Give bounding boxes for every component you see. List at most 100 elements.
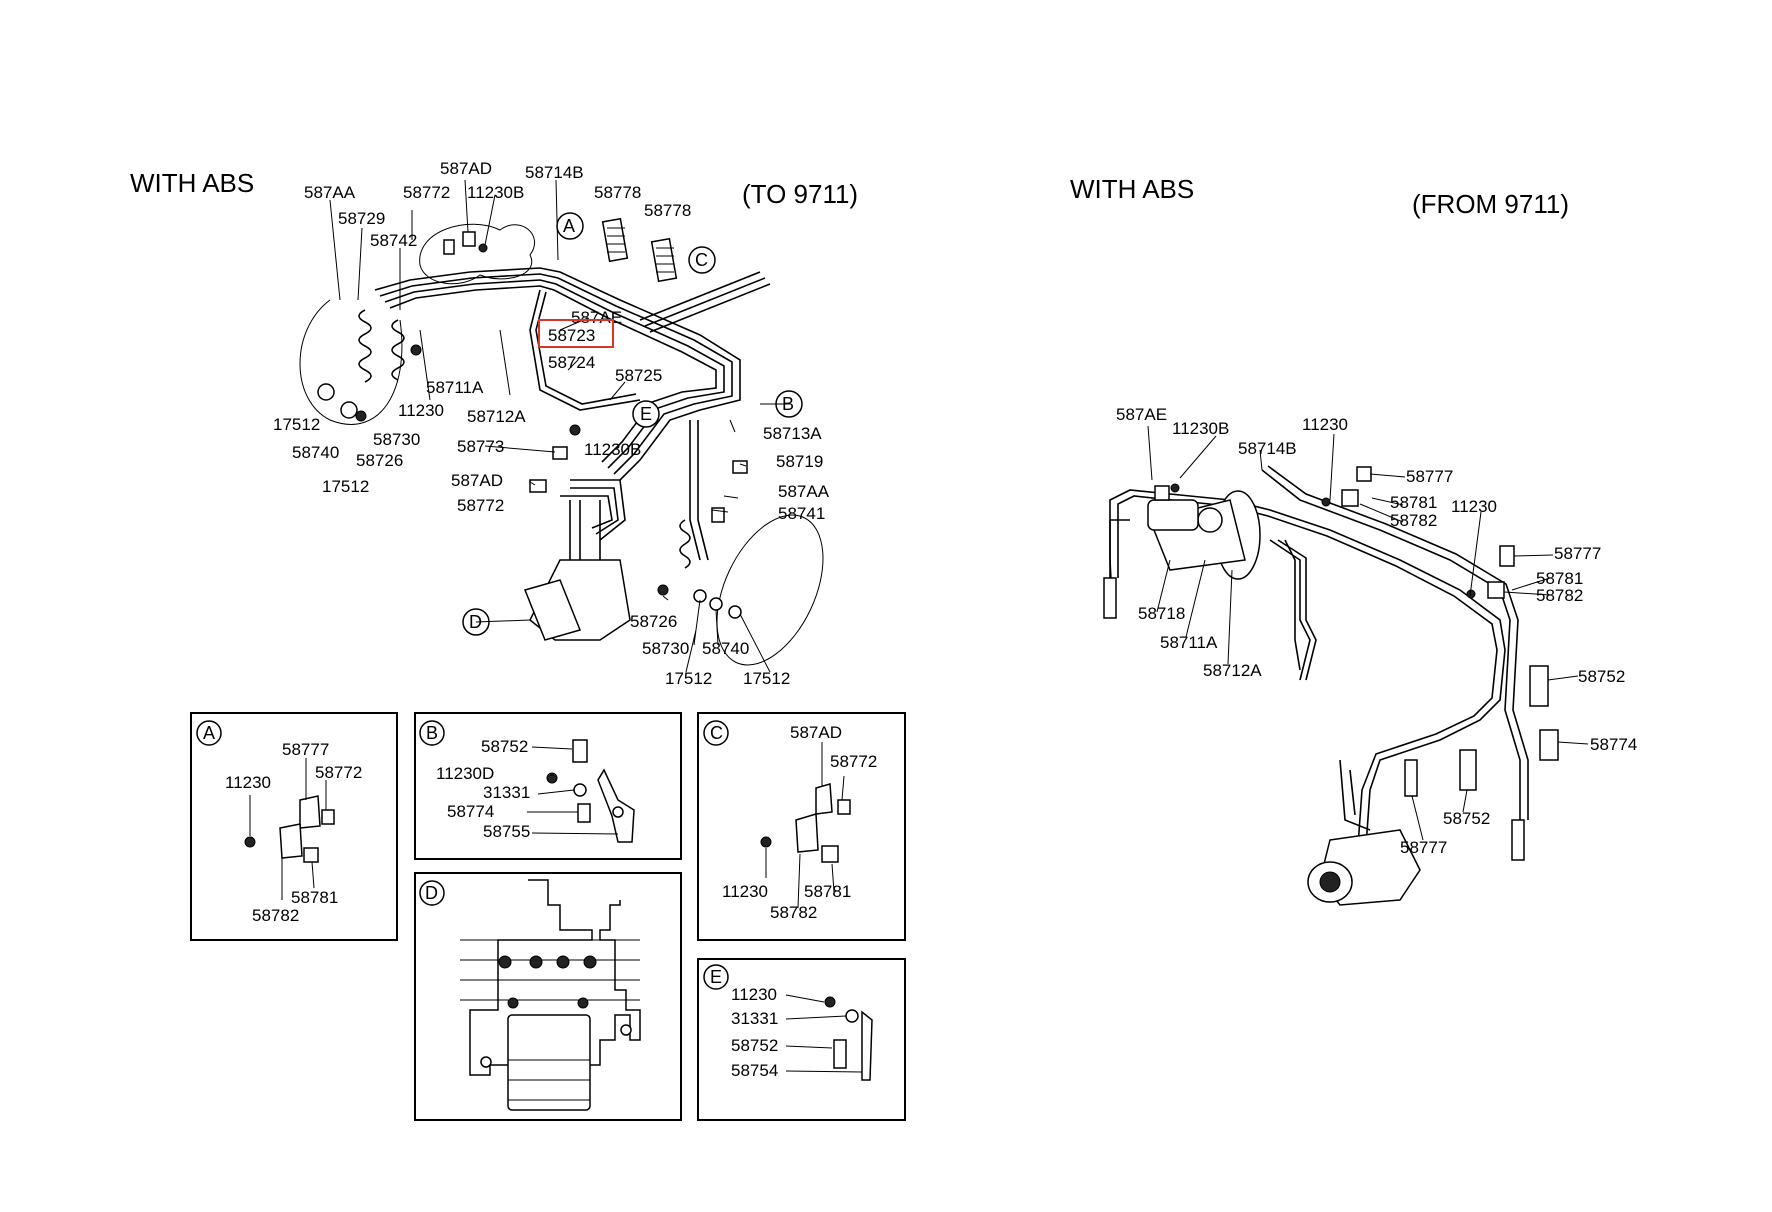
- box-c-badge: [703, 720, 729, 746]
- box-e-label-11230: 11230: [731, 985, 777, 1004]
- highlight-box-58723: [538, 319, 614, 348]
- bolt-11230B-2: [569, 424, 581, 436]
- clip-58777-a: [1356, 466, 1372, 482]
- callout-a-letter: A: [563, 216, 575, 236]
- callout-d-letter: D: [469, 612, 482, 632]
- box-c-clip-58781: [821, 845, 839, 863]
- box-e-label-31331: 31331: [731, 1009, 778, 1028]
- label-r-58777-a: 58777: [1406, 467, 1453, 486]
- box-b-clip-58752: [572, 739, 588, 763]
- clip-58772: [443, 239, 455, 255]
- box-b-label-58752: 58752: [481, 737, 528, 756]
- label-r-58718: 58718: [1138, 604, 1185, 623]
- box-b-label-58755: 58755: [483, 822, 530, 841]
- clip-58719: [732, 460, 748, 474]
- box-c-bracket-58782: [795, 813, 819, 853]
- box-e-bracket-58754: [861, 1010, 873, 1081]
- box-d-bolt-2: [529, 955, 543, 969]
- box-c-label-587AD: 587AD: [790, 723, 842, 742]
- box-d-bolt-3: [556, 955, 570, 969]
- label-58772-b: 58772: [457, 496, 504, 515]
- box-a-clip-58781: [303, 847, 319, 863]
- clip-587AD: [462, 231, 476, 247]
- label-r-58711A: 58711A: [1160, 633, 1218, 652]
- box-d-bolt-5: [507, 997, 519, 1009]
- abs-unit-d: [523, 500, 631, 641]
- label-587AD: 587AD: [440, 159, 492, 178]
- left-wheel-outline: [299, 299, 403, 425]
- bolt-11230: [410, 344, 422, 356]
- label-58730-b: 58730: [642, 639, 689, 658]
- detail-box-b: B 58752 11230D 31331 58774 58755: [414, 712, 682, 860]
- label-58740-b: 58740: [702, 639, 749, 658]
- label-587AD-2: 587AD: [451, 471, 503, 490]
- label-58712A: 58712A: [467, 407, 526, 426]
- callout-c-letter: C: [695, 250, 708, 270]
- label-17512-a: 17512: [273, 415, 320, 434]
- label-11230: 11230: [398, 401, 444, 420]
- label-r-58781-b: 58781: [1536, 569, 1583, 588]
- box-b-bracket-58755: [597, 768, 635, 843]
- box-a-label-11230: 11230: [225, 773, 271, 792]
- left-assembly-drawing: A B C D E: [299, 179, 824, 673]
- label-r-58781-a: 58781: [1390, 493, 1437, 512]
- right-assembly-drawing: [1103, 425, 1589, 906]
- label-11230B: 11230B: [467, 183, 524, 202]
- washer-17512-b: [340, 401, 358, 419]
- clip-58752-b: [1459, 749, 1477, 791]
- right-diagram-title: WITH ABS: [1070, 174, 1194, 204]
- box-d-bolt-4: [583, 955, 597, 969]
- box-b-badge: [419, 720, 445, 746]
- box-a-label-58772: 58772: [315, 763, 362, 782]
- box-d-badge: [419, 880, 445, 906]
- label-58742: 58742: [370, 231, 417, 250]
- spring-clip-58778: [601, 217, 678, 283]
- label-587AE: 587AE: [571, 308, 622, 327]
- box-c-clip-58772: [837, 799, 851, 815]
- box-a-clip-58777: [299, 795, 321, 829]
- box-b-letter: B: [426, 723, 438, 743]
- clip-58777-b: [1499, 545, 1515, 567]
- right-wheel-outline: [716, 514, 824, 666]
- detail-box-d: D: [414, 872, 682, 1121]
- callout-c-circle: [688, 246, 716, 274]
- label-58730: 58730: [373, 430, 420, 449]
- right-part-labels: 587AE 11230B 11230 58714B 58777 58781 58…: [1116, 405, 1637, 857]
- box-e-letter: E: [710, 967, 722, 987]
- label-r-58774: 58774: [1590, 735, 1637, 754]
- label-58740: 58740: [292, 443, 339, 462]
- box-b-clip-58774: [577, 803, 591, 823]
- clip-58781-a: [1341, 489, 1359, 507]
- label-11230B-2: 11230B: [584, 440, 641, 459]
- box-b-bolt-11230D: [546, 772, 558, 784]
- box-c-label-58772: 58772: [830, 752, 877, 771]
- box-a-clip-58772: [321, 809, 335, 825]
- clip-58752-a: [1529, 665, 1549, 707]
- bolt-58726: [355, 410, 367, 422]
- box-b-label-11230D: 11230D: [436, 764, 494, 783]
- bolt-58726-2: [657, 584, 669, 596]
- label-58778-a: 58778: [594, 183, 641, 202]
- label-58711A: 58711A: [426, 378, 484, 397]
- box-c-bolt-11230: [760, 836, 772, 848]
- label-r-58752-b: 58752: [1443, 809, 1490, 828]
- box-a-label-58777: 58777: [282, 740, 329, 759]
- box-e-clip-58752: [833, 1039, 847, 1069]
- washer-17512-c: [728, 605, 742, 619]
- right-vertical-pipe: [1284, 539, 1301, 671]
- clip-587AE: [1154, 485, 1170, 501]
- bolt-11230B: [478, 243, 488, 253]
- label-r-11230B: 11230B: [1172, 419, 1229, 438]
- label-r-58714B: 58714B: [1238, 439, 1297, 458]
- label-58729: 58729: [338, 209, 385, 228]
- clip-58774: [1539, 729, 1559, 761]
- label-58772: 58772: [403, 183, 450, 202]
- label-58713A: 58713A: [763, 424, 822, 443]
- left-diagram-title: WITH ABS: [130, 168, 254, 198]
- label-r-11230-b: 11230: [1451, 497, 1497, 516]
- box-c-letter: C: [710, 723, 723, 743]
- box-c-clip-587AD: [815, 783, 833, 815]
- box-c-label-58782: 58782: [770, 903, 817, 922]
- label-58726-b: 58726: [630, 612, 677, 631]
- box-a-bolt-11230: [244, 836, 256, 848]
